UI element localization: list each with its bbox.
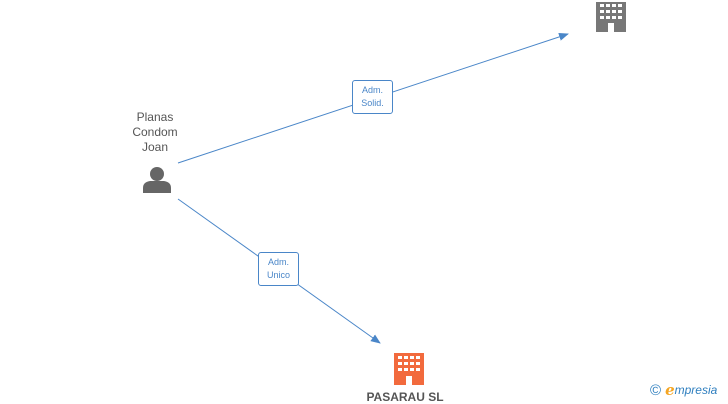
relation-label-line: Adm. (267, 257, 289, 267)
relation-label-adm-solid: Adm. Solid. (352, 80, 393, 114)
brand-name: mpresia (674, 383, 718, 397)
brand-initial: e (665, 381, 675, 399)
person-name-line: Joan (141, 140, 169, 154)
relation-label-line: Unico (266, 270, 290, 280)
person-name[interactable]: Planas Condom Joan (115, 110, 195, 155)
building-icon[interactable] (394, 353, 424, 385)
relation-label-adm-unico: Adm. Unico (258, 252, 299, 286)
copyright-symbol: © (650, 381, 662, 399)
relation-label-line: Adm. (361, 85, 383, 95)
company-name[interactable]: PASARAU SL (366, 390, 444, 404)
person-name-line: Planas (136, 110, 174, 124)
person-name-line: Condom (132, 125, 178, 139)
person-icon[interactable] (143, 167, 171, 193)
relation-label-line: Solid. (361, 98, 384, 108)
building-icon[interactable] (596, 2, 626, 32)
